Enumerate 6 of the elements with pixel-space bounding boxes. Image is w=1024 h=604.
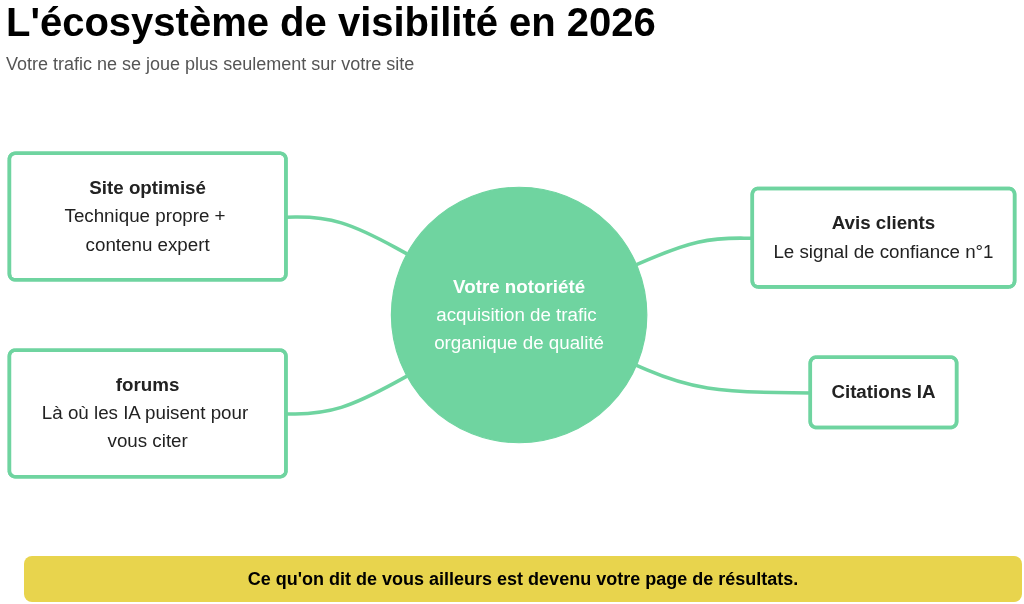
connector: [286, 215, 408, 256]
title: L'écosystème de visibilité en 2026: [6, 0, 656, 45]
node-circle: Votre notoriété acquisition de trafic organique de qualité: [390, 186, 648, 444]
connector: [286, 374, 408, 416]
subtitle: Votre trafic ne se joue plus seulement sur votre site: [6, 54, 415, 75]
banner: Ce qu'on dit de vous ailleurs est devenu votre page de résultats.: [24, 556, 1022, 602]
